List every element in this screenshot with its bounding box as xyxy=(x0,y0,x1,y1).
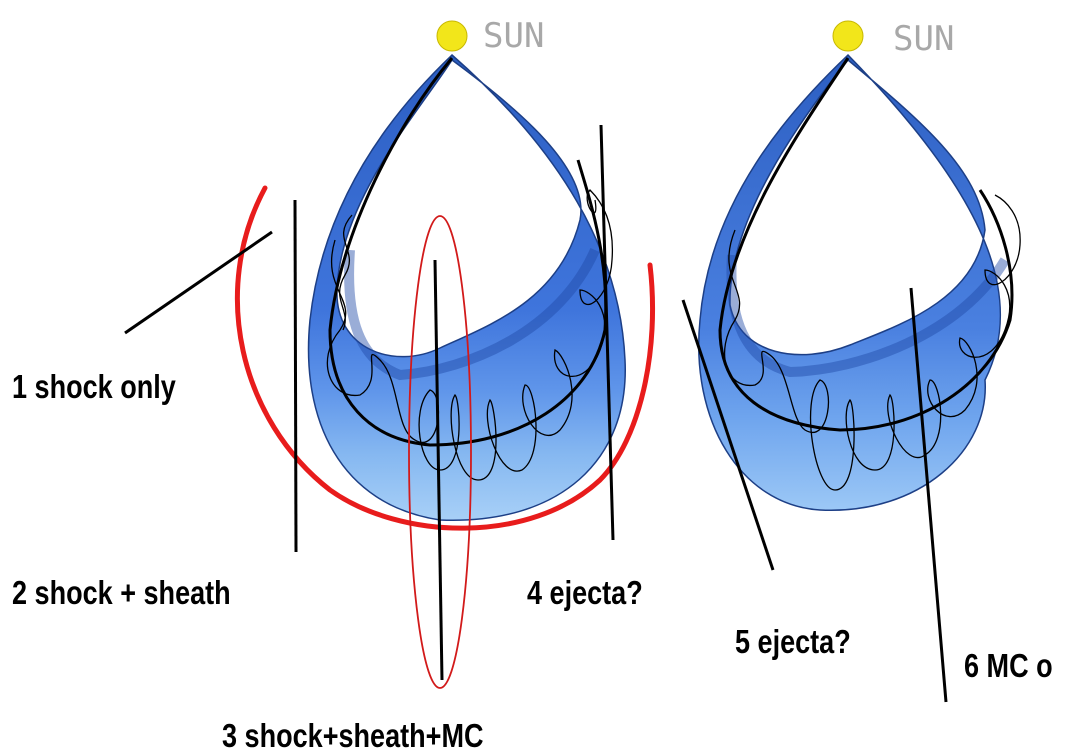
sun-right xyxy=(833,21,863,51)
label-case3: 3 shock+sheath+MC xyxy=(222,719,484,755)
label-case6: 6 MC o xyxy=(964,649,1053,685)
trajectory-2 xyxy=(295,200,296,552)
label-case1: 1 shock only xyxy=(12,370,176,406)
label-case5: 5 ejecta? xyxy=(735,625,851,661)
sun-label-left: SUN xyxy=(483,16,544,56)
sun-label-right: SUN xyxy=(893,19,954,59)
left-cme-loop xyxy=(309,55,626,520)
sun-left xyxy=(437,21,467,51)
trajectory-1 xyxy=(125,232,272,333)
right-cme-loop xyxy=(699,55,1020,510)
label-case4: 4 ejecta? xyxy=(527,576,643,612)
label-case2: 2 shock + sheath xyxy=(12,576,231,612)
